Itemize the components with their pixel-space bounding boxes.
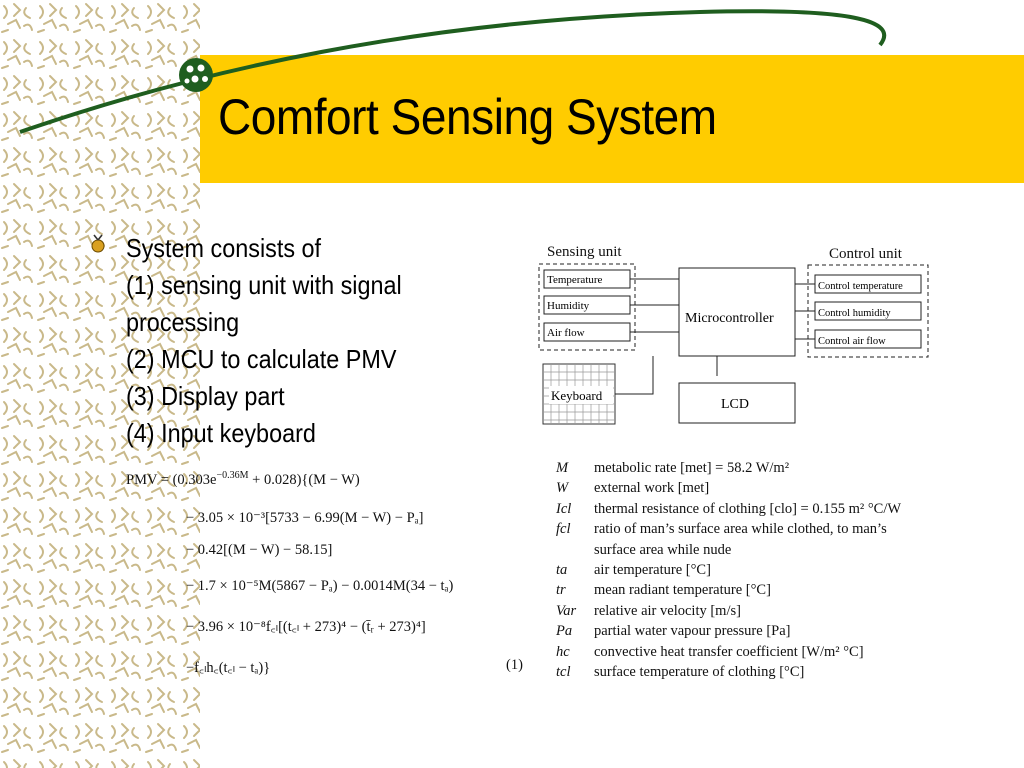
bullet-line: processing — [126, 307, 240, 337]
lcd-label: LCD — [721, 397, 749, 412]
bullet-line: (2) MCU to calculate PMV — [126, 344, 397, 374]
microcontroller-box — [678, 267, 796, 357]
bullet-text: System consists of (1) sensing unit with… — [126, 230, 402, 452]
microcontroller-label: Microcontroller — [685, 311, 774, 326]
formula-line: −f꜀ₗh꜀(t꜀ₗ − tₐ)} — [186, 660, 271, 676]
lcd-box — [678, 382, 796, 424]
sensor-label: Humidity — [547, 300, 590, 312]
sensing-unit-label: Sensing unit — [547, 244, 622, 260]
bullet-line: (4) Input keyboard — [126, 418, 316, 448]
bullet-icon — [91, 234, 105, 253]
bullet-line: (3) Display part — [126, 381, 285, 411]
sensor-label: Air flow — [547, 327, 585, 339]
bullet-line: (1) sensing unit with signal — [126, 270, 402, 300]
bullet-line: System consists of — [126, 233, 322, 263]
control-unit-label: Control unit — [829, 246, 903, 262]
keyboard-block: Keyboard — [542, 363, 616, 425]
formula-line: − 3.96 × 10⁻⁸f꜀ₗ[(t꜀ₗ + 273)⁴ − (t̄ᵣ + 2… — [186, 619, 426, 635]
formula-line: − 3.05 × 10⁻³[5733 − 6.99(M − W) − Pₐ] — [186, 510, 424, 526]
equation-number: (1) — [506, 657, 523, 673]
control-label: Control temperature — [818, 281, 903, 292]
keyboard-label: Keyboard — [551, 388, 603, 403]
formula-line: PMV = (0.303e−0.36M + 0.028){(M − W) — [126, 470, 360, 488]
sensor-label: Temperature — [547, 274, 603, 286]
formula-line: − 0.42[(M − W) − 58.15] — [186, 542, 333, 558]
pmv-formula: PMV = (0.303e−0.36M + 0.028){(M − W) − 3… — [120, 460, 540, 700]
formula-line: − 1.7 × 10⁻⁵M(5867 − Pₐ) − 0.0014M(34 − … — [186, 578, 454, 594]
control-label: Control humidity — [818, 308, 891, 319]
control-label: Control air flow — [818, 336, 886, 347]
legend-item: surface area while nude — [594, 541, 732, 558]
slide-title: Comfort Sensing System — [218, 89, 717, 145]
block-diagram: Sensing unit Control unit Temperature Hu… — [538, 244, 929, 425]
